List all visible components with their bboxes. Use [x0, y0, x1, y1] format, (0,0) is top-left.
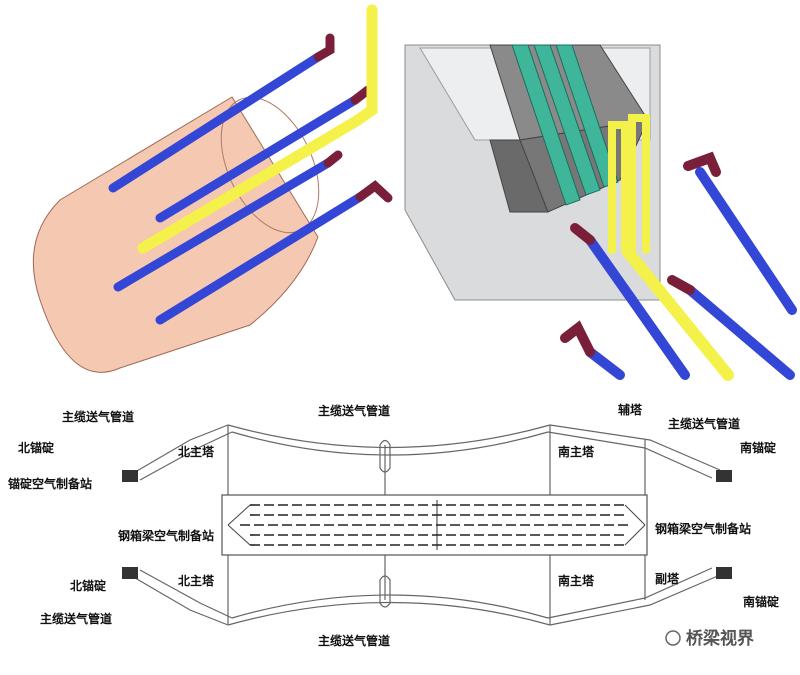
watermark-icon	[665, 630, 681, 646]
pipe-end-3	[323, 150, 343, 168]
green-bands	[511, 44, 619, 206]
label-girder-station-right: 钢箱梁空气制备站	[655, 521, 751, 536]
steel-box-girder	[221, 494, 648, 556]
top-left-cable	[129, 424, 229, 476]
top-right-cable	[549, 424, 721, 471]
watermark-text: 桥梁视界	[686, 628, 754, 649]
pipe-end-2	[350, 85, 373, 105]
label-aux-tower-bottom: 副塔	[655, 571, 680, 586]
label-north-tower-bottom: 北主塔	[178, 573, 215, 588]
blue-pipe-7	[685, 285, 795, 380]
north-anchor-station-top	[122, 470, 138, 482]
yellow-loop-right	[628, 114, 650, 254]
bottom-left-cable-inner	[139, 569, 233, 619]
yellow-pipe	[137, 4, 378, 254]
label-main-cable-pipe-top-mid: 主缆送气管道	[318, 403, 390, 418]
anchor-station-icons	[122, 470, 732, 579]
girder-pipes	[240, 504, 632, 546]
label-anchor-station: 锚碇空气制备站	[8, 476, 92, 491]
blue-pipe-1	[108, 52, 323, 193]
bottom-mid-cable	[227, 601, 551, 626]
blue-pipe-8	[585, 347, 625, 380]
pipe-end-6	[683, 151, 721, 177]
girder-end-lines	[227, 504, 646, 546]
label-south-tower-bottom: 南主塔	[558, 573, 595, 588]
layout-schematic	[129, 424, 721, 626]
label-main-cable-pipe-top-right: 主缆送气管道	[668, 416, 740, 431]
label-main-cable-pipe-top-left: 主缆送气管道	[62, 409, 134, 424]
blue-pipe-2	[155, 95, 360, 223]
cable-cylinder-illustration	[32, 4, 393, 373]
label-main-cable-pipe-bottom-left: 主缆送气管道	[40, 611, 112, 626]
saddle-illustration	[404, 44, 797, 381]
yellow-pipe-right	[622, 246, 734, 381]
south-anchor-station-bottom	[716, 567, 732, 579]
bottom-right-cable	[549, 574, 721, 626]
label-girder-station-left: 钢箱梁空气制备站	[118, 528, 214, 543]
blue-pipe-5	[585, 235, 690, 380]
label-south-anchor-bottom: 南锚碇	[743, 594, 780, 609]
label-south-anchor-top: 南锚碇	[740, 440, 777, 455]
label-main-cable-pipe-bottom-mid: 主缆送气管道	[318, 633, 390, 648]
center-loop-top	[379, 439, 391, 473]
north-anchor-station-bottom	[122, 567, 138, 579]
blue-pipe-6	[695, 167, 797, 315]
label-north-anchor-top: 北锚碇	[18, 440, 55, 455]
blue-pipe-3	[113, 158, 333, 292]
label-north-tower-top: 北主塔	[178, 444, 215, 459]
pipe-end-5	[570, 223, 595, 245]
south-anchor-station-top	[716, 470, 732, 482]
blue-pipe-4	[155, 192, 365, 325]
yellow-loop-left	[608, 121, 629, 254]
label-aux-tower-top: 辅塔	[618, 402, 643, 417]
pipe-end-8	[560, 320, 595, 357]
center-loop-bottom	[379, 575, 391, 608]
label-north-anchor-bottom: 北锚碇	[70, 578, 107, 593]
pipe-end-4	[355, 180, 393, 203]
bottom-left-cable	[129, 574, 229, 626]
label-south-tower-top: 南主塔	[558, 444, 595, 459]
pipe-end-1	[313, 33, 335, 62]
schematic-labels: 主缆送气管道 北锚碇 锚碇空气制备站 北主塔 主缆送气管道 南主塔 辅塔 主缆送…	[8, 402, 780, 648]
top-left-cable-inner	[139, 431, 233, 481]
watermark: 桥梁视界	[665, 628, 754, 649]
pipe-end-7	[667, 275, 695, 295]
